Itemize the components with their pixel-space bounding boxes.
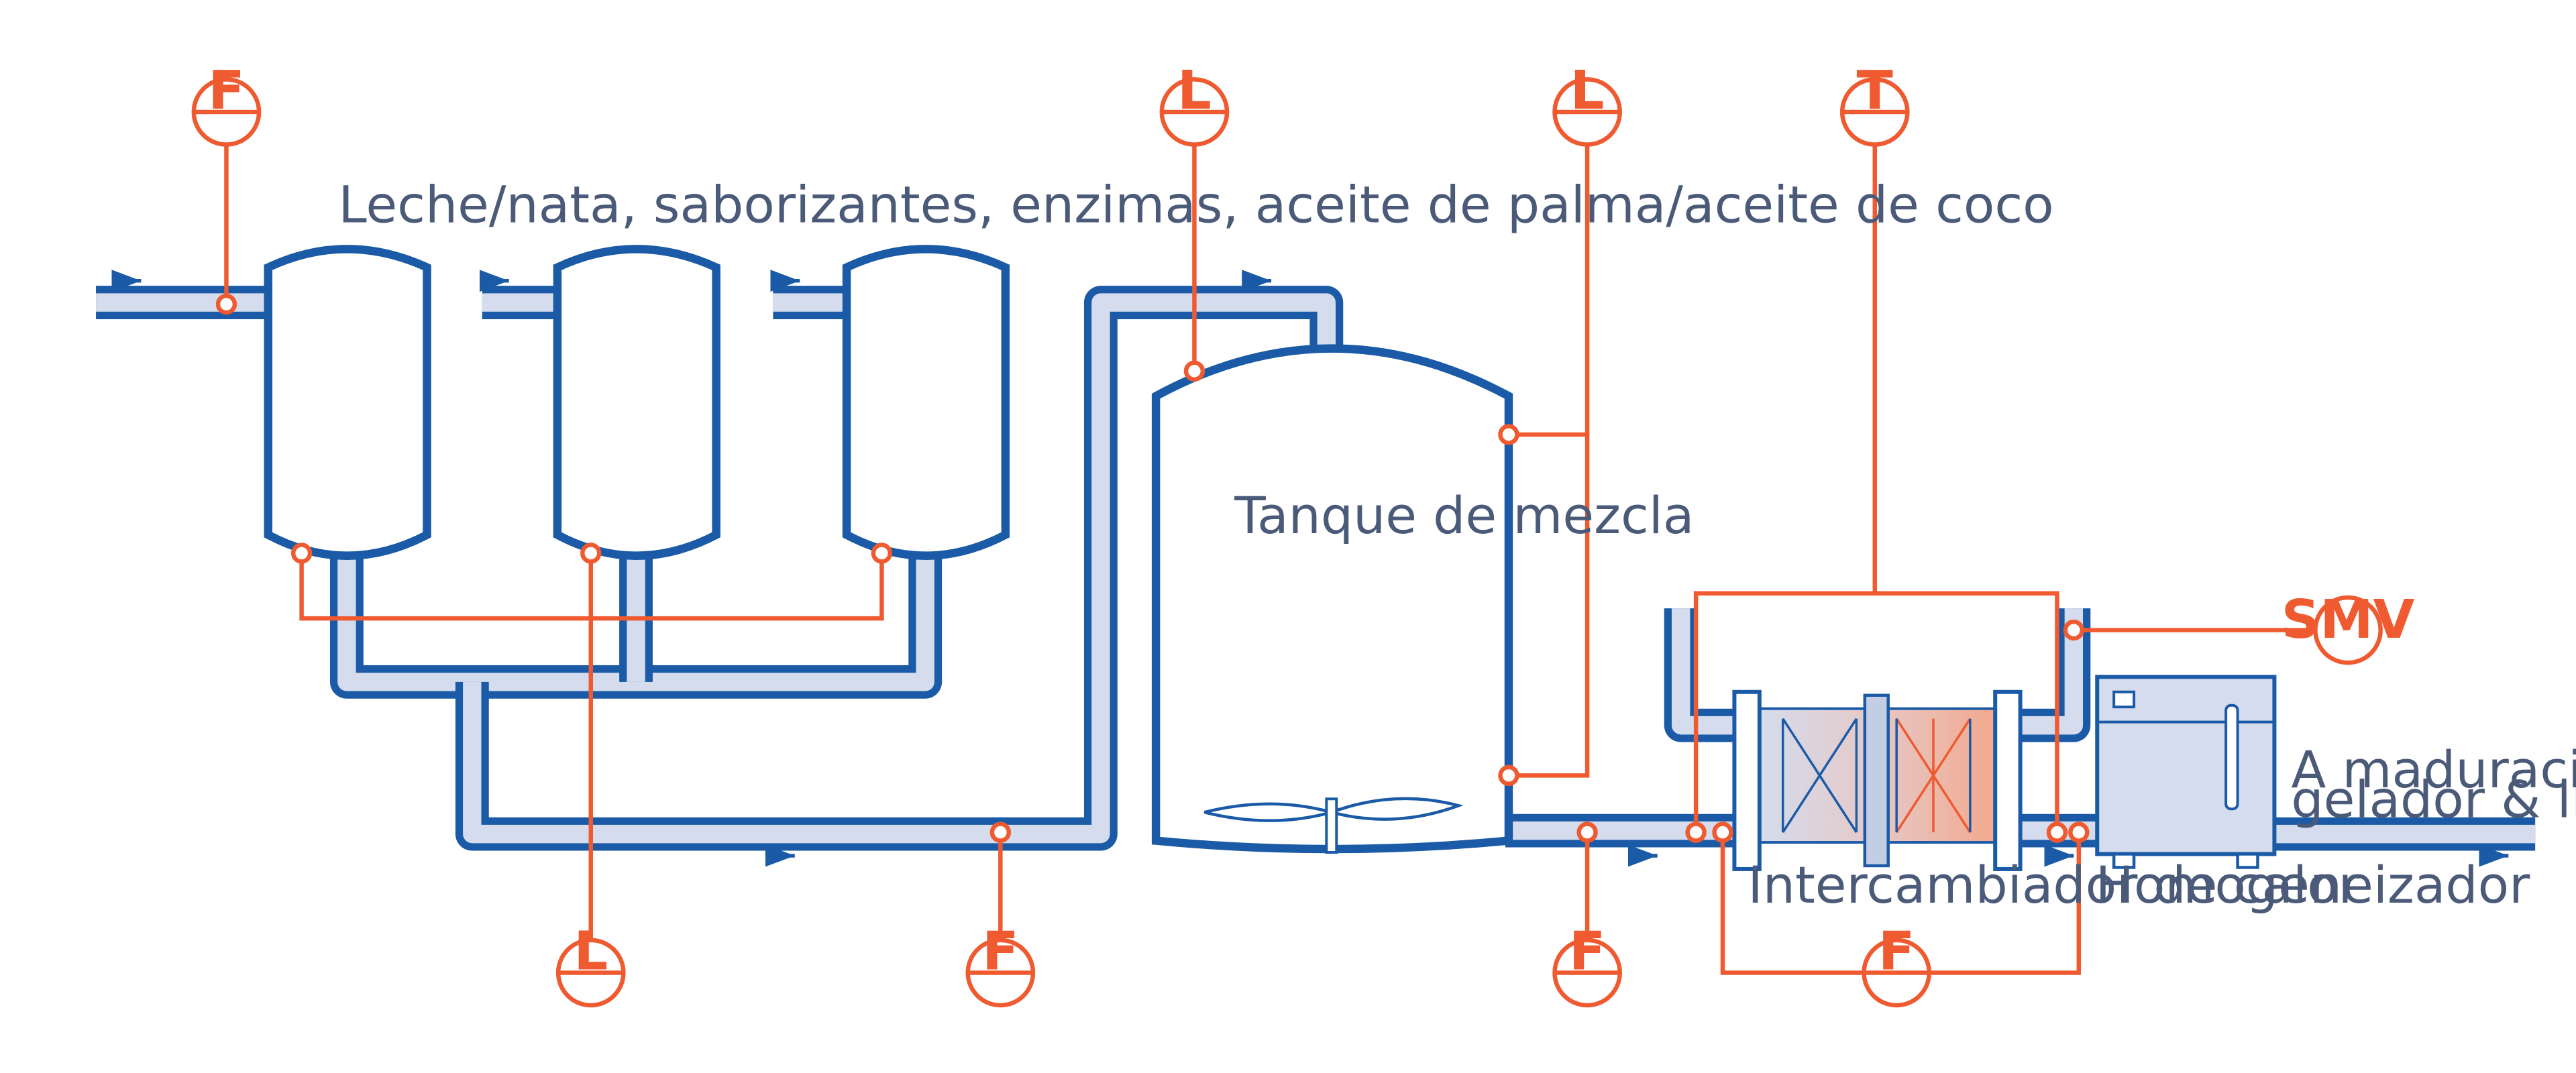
ingredient-tank-2 [553,245,720,560]
flow-arrows [111,270,2509,867]
instrument-label: SMV [2282,588,2415,651]
instrument-smv: SMV [2282,588,2415,665]
instrument-label: F [1878,919,1915,982]
instrument-temperature: T [1839,59,1910,147]
instrument-flow-bottom-2: F [1552,919,1622,1008]
output-label-line2: gelador & llenadora [2291,770,2576,830]
heat-exchanger [1732,689,2023,871]
instrument-level-mix-side: L [1552,59,1622,147]
ingredient-tank-1 [264,245,431,560]
instrument-label: F [1569,919,1605,982]
instrument-label: F [982,919,1018,982]
ingredient-tank-3 [842,245,1010,560]
instrument-flow-inlet: F [191,59,262,147]
instrument-label: L [574,919,608,982]
homogenizer [2095,675,2277,869]
measurement-taps [215,293,2090,843]
agitator [1203,797,1464,854]
instrument-level-mix-top: L [1159,59,1230,147]
text-labels: Leche/nata, saborizantes, enzimas, aceit… [338,174,2576,914]
signal-lines [224,144,2316,975]
homogenizer-label: Homogeneizador [2096,855,2530,915]
instrument-flow-hx: F [1862,919,1932,1008]
instrument-flow-bottom-1: F [965,919,1036,1008]
mixing-tank-label: Tanque de mezcla [1234,486,1694,545]
instrument-label: L [1177,59,1212,121]
mixing-tank [1151,344,1513,854]
instrument-label: L [1570,59,1605,121]
instrument-label: F [208,59,244,121]
instrument-label: T [1857,59,1893,121]
instrument-level-bottom: L [555,919,626,1008]
output-label-line1: A maduración, con- [2291,740,2576,799]
heat-exchanger-label: Intercambiador de calor [1748,855,2359,915]
ingredients-label: Leche/nata, saborizantes, enzimas, aceit… [338,174,2053,234]
